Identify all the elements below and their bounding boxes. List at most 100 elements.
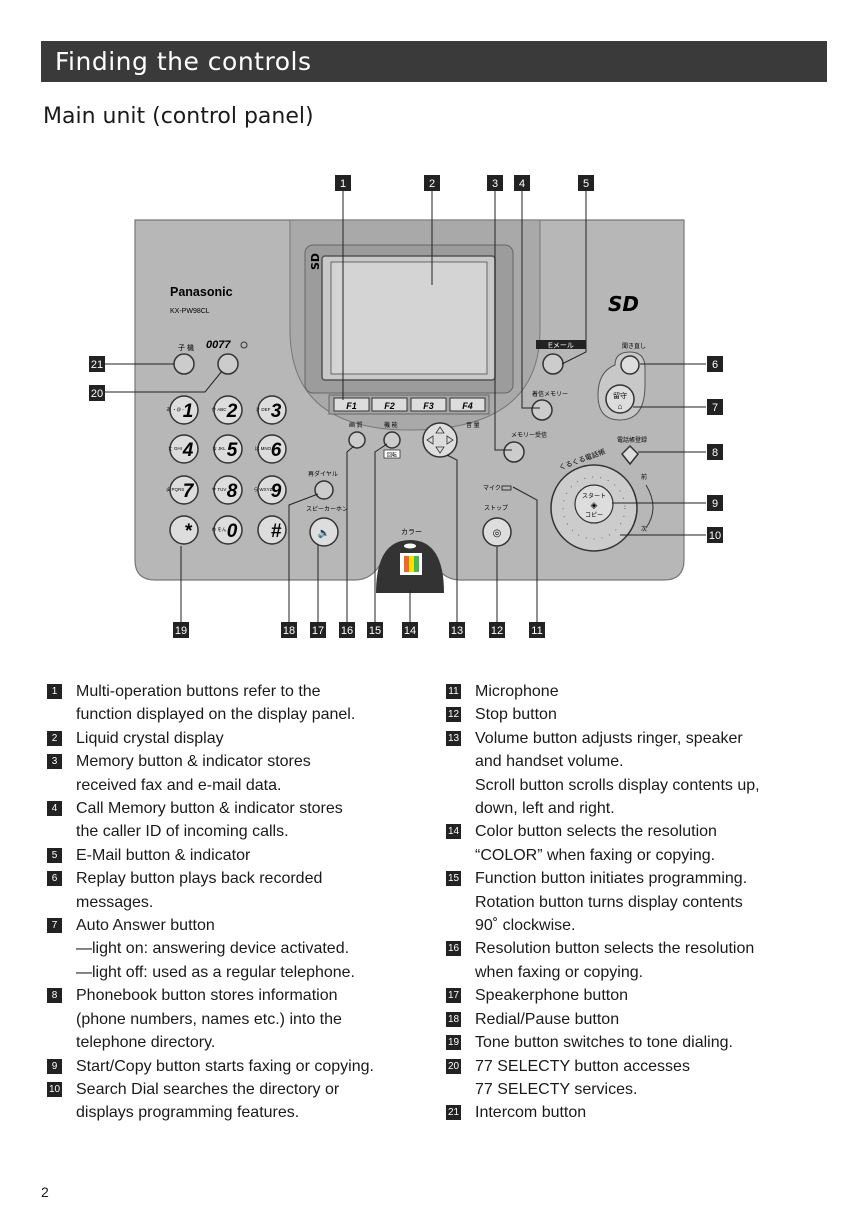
callout-number: 11 [531,625,542,637]
legend-text: Start/Copy button starts faxing or copyi… [76,1057,374,1075]
callout-marker [281,622,297,638]
resolution-label: 画 質 [349,421,363,429]
selecty-button [217,353,239,375]
stop-button [482,517,512,547]
replay-label: 聞き直し [622,342,646,350]
memory-label: メモリー受信 [511,431,547,439]
legend-number: 8 [47,988,62,1004]
sd-logo: SD [608,292,639,316]
legend-text: Memory button & indicator stores [76,753,311,771]
callout-marker [339,622,355,638]
callout-number: 20 [91,388,103,400]
legend-number: 11 [446,684,461,699]
intercom-label: 子 機 [178,343,194,352]
keypad-subletters: ら WXYZ [254,487,273,493]
legend-text: Redial/Pause button [475,1010,620,1028]
legend-number: 19 [446,1035,461,1051]
keypad-digit: 6 [271,440,282,461]
start-copy-button [574,484,614,524]
legend-text: Color button selects the resolution [475,823,717,841]
callout-number: 7 [712,402,718,414]
callout-marker [89,356,105,372]
callout-number: 12 [491,625,503,637]
legend-number: 21 [446,1105,461,1121]
keypad-button-3 [169,434,199,464]
legend-number: 9 [47,1058,62,1074]
legend-text: Stop button [475,706,557,724]
legend-text: Multi-operation buttons refer to the [76,683,321,700]
callout-marker [89,385,105,401]
resolution-button [348,431,366,449]
dial-direction-arrow [645,484,654,529]
legend-number: 3 [47,754,62,770]
memory-button [503,441,525,463]
callout-number: 18 [283,625,295,637]
legend-text: Speakerphone button [475,987,629,1005]
legend-number: 1 [47,684,62,699]
callout-number: 4 [519,178,525,190]
keypad-button-4 [213,434,243,464]
keypad-subletters: た GHI [168,446,182,452]
callout-number: 21 [91,359,103,371]
legend-number: 7 [47,918,62,934]
legend-number: 10 [47,1081,62,1097]
keypad-subletters: あ ・@ - [166,407,184,413]
keypad-button-5 [257,434,287,464]
prev-label: 前 [641,473,647,481]
callout-number: 5 [583,178,589,190]
legend-text: displays programming features. [76,1104,300,1122]
callout-marker [367,622,383,638]
callout-marker [707,527,723,543]
rotation-label: 回転 [387,453,397,459]
callout-marker [402,622,418,638]
keypad-button-2 [257,395,287,425]
volume-label: 音 量 [466,421,480,429]
keypad-digit: 3 [271,401,282,422]
page-number: 2 [41,1184,49,1200]
legend-text: Tone button switches to tone dialing. [475,1034,733,1052]
callout-number: 16 [341,625,353,637]
callout-number: 14 [404,625,416,637]
callout-number: 10 [709,530,721,542]
f3-button [410,397,447,412]
keypad-subletters: は MNO [255,446,272,452]
call-memory-button [531,399,553,421]
function-keys: F1 F2 F3 F4 [328,394,490,415]
legend-text: Liquid crystal display [76,729,224,747]
f2-button [371,397,408,412]
keypad-button-10 [213,515,243,545]
legend-item: 9 Start/Copy button starts faxing or copy… [47,1055,417,1078]
callout-number: 3 [492,178,498,190]
keypad-button-11 [257,515,287,545]
callout-marker [487,175,503,191]
color-label: カラー [401,528,422,536]
keypad-subletters: や TUV [212,486,227,493]
callout-marker [173,622,189,638]
start-icon: ◈ [591,500,598,510]
callout-number: 15 [369,625,381,637]
keypad-digit: 8 [227,481,238,502]
callout-number: 19 [175,625,187,637]
keypad-digit: 1 [183,401,194,422]
legend-text: Volume button adjusts ringer, speaker [475,729,743,747]
keypad-button-7 [213,475,243,505]
next-label: 次 [641,525,647,533]
legend-number: 5 [47,847,62,863]
home-icon: ⌂ [618,402,623,411]
legend-text: Resolution button selects the resolution [475,940,755,958]
callout-marker [424,175,440,191]
intercom-button [173,353,195,375]
f3-label: F3 [423,401,434,411]
keypad-digit: 2 [226,401,238,422]
